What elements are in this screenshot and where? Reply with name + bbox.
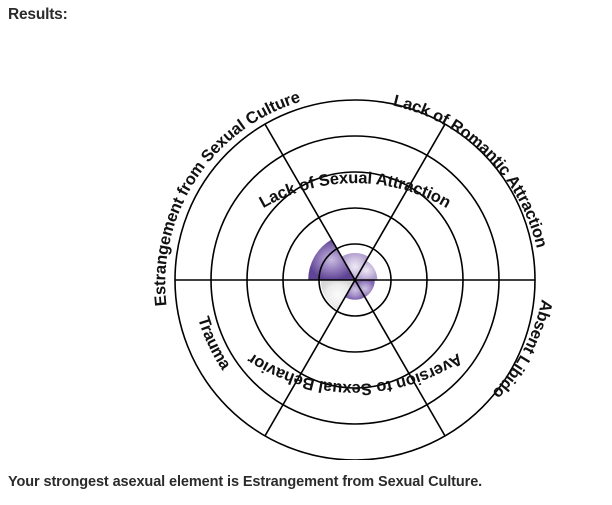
wedge-trauma	[320, 280, 355, 310]
axis-label-trauma: Trauma	[194, 314, 235, 373]
wedge-absent-libido	[355, 280, 375, 298]
radar-chart: Lack of Sexual Attraction Lack of Romant…	[0, 30, 612, 460]
wedge-lack-of-sexual-attraction	[341, 253, 369, 280]
axis-label-lack-of-sexual-attraction: Lack of Sexual Attraction	[256, 169, 454, 212]
page-title: Results:	[8, 6, 68, 23]
axis-label-lack-of-romantic-attraction: Lack of Romantic Attraction	[392, 92, 551, 250]
wedge-lack-of-romantic-attraction	[355, 260, 378, 280]
radar-chart-svg: Lack of Sexual Attraction Lack of Romant…	[151, 88, 556, 460]
grid-spoke-diagonal-b	[264, 123, 446, 437]
summary-caption: Your strongest asexual element is Estran…	[8, 474, 483, 490]
grid-spokes-group	[175, 123, 535, 437]
wedge-aversion-to-sexual-behavior	[345, 280, 365, 300]
axis-label-absent-libido: Absent Libido	[489, 298, 556, 402]
